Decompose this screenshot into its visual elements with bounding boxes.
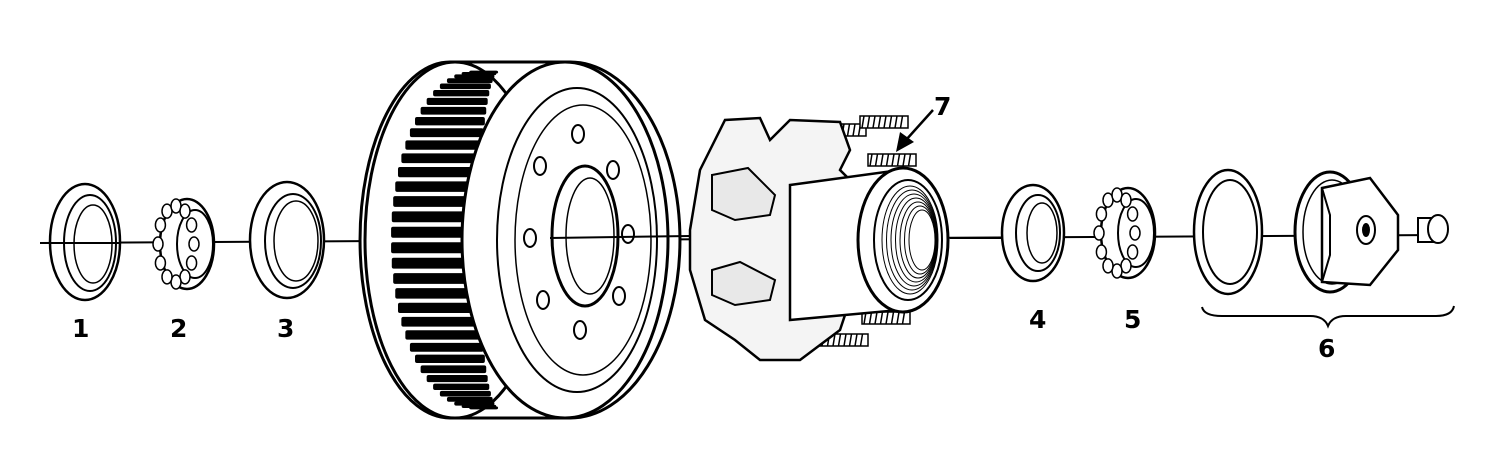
wheel-stud [861,311,911,325]
wheel-stud [867,153,917,167]
drum-fin [401,153,482,164]
bearing-roller [154,217,167,233]
drum-fin [415,117,485,126]
hub-bore-threads [881,185,939,295]
drum-fin [391,211,480,223]
bearing-roller [188,236,200,252]
drum-cooling-fins [391,70,499,410]
drum-fin [415,354,485,363]
label-part-1: 1 [72,314,89,343]
bearing-roller [1120,192,1132,208]
drum-fin [420,365,487,374]
bearing-roller [152,236,164,252]
part-2-roller-bearing [152,197,216,291]
drum-fin [446,78,493,84]
bearing-roller [1095,206,1108,222]
drum-fin [391,242,480,254]
part-3-seal [248,180,326,300]
drum-fin [395,288,481,299]
part-7-hub [688,115,1010,362]
drum-fin [393,196,480,207]
drum-fin [391,226,480,238]
drum-fin [439,390,491,397]
drum-fin [426,97,488,105]
label-part-4: 4 [1029,305,1046,334]
bearing-roller [1102,258,1114,274]
drum-fin [397,302,481,313]
part-1-outer-race [42,182,122,302]
thread-ring [908,209,936,271]
label-part-5: 5 [1124,305,1141,334]
label-part-6: 6 [1318,334,1335,363]
drum-fin [439,83,491,90]
wheel-stud [859,115,909,129]
drum-fin [397,167,481,178]
bearing-roller [1129,225,1141,241]
drum-fin [446,396,493,402]
drum-fin [454,74,495,79]
bearing-roller [154,255,167,271]
label-part-3: 3 [277,314,294,343]
drum-fin [433,90,490,97]
bearing-roller [179,203,191,219]
part-4-inner-race [1000,183,1066,283]
label-part-7: 7 [934,92,951,121]
gasket [1192,168,1264,296]
bearing-rollers [152,198,200,290]
drum-fin [469,406,499,410]
drum-fin [405,140,483,150]
bearing-roller [161,269,173,285]
part-7-arrowhead [896,132,914,152]
drum-fin [454,401,495,406]
part-5-roller-bearing [1093,186,1157,280]
label-part-2: 2 [170,314,187,343]
drum-fin [395,181,481,192]
drum-fin [409,128,484,138]
drum-fin [409,342,484,352]
bearing-roller [185,255,198,271]
drum-fin [426,375,488,383]
bearing-roller [185,217,198,233]
drum-fin [461,71,497,76]
bearing-roller [1126,206,1139,222]
drum-fin [393,273,480,284]
plug [1417,214,1449,244]
bearing-roller [1093,225,1105,241]
drum-fin [391,257,480,269]
bearing-roller [1095,244,1108,260]
hub-cap [1293,170,1400,294]
drum-fin [433,383,490,390]
drum-fin [420,106,487,115]
drum-fin [405,330,483,340]
bearing-roller [1126,244,1139,260]
bearing-rollers [1093,187,1141,279]
drum-fin [401,316,482,327]
part-6-hub-cap-assembly [1192,168,1455,329]
part-6-bracket [1201,305,1455,329]
part-7-leader [905,109,934,141]
brake-drum [358,60,691,420]
